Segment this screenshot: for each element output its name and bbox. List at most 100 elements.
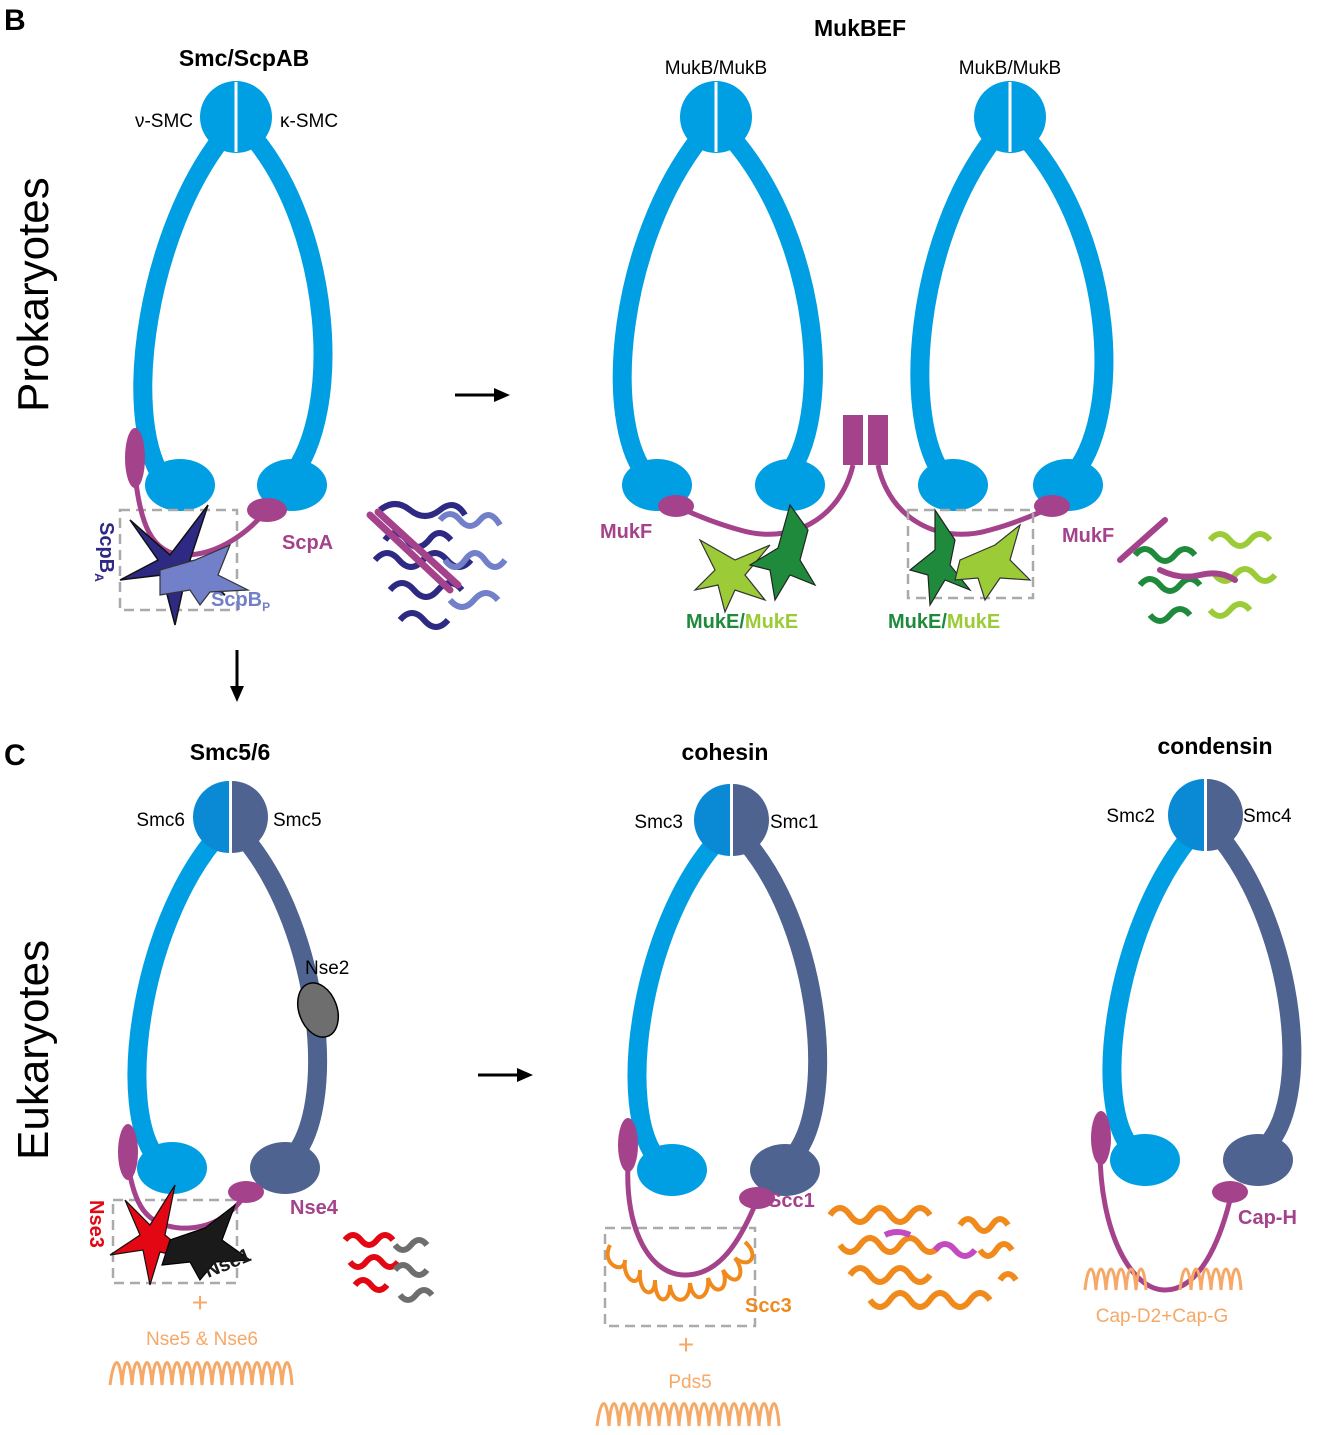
smc3-arm <box>627 833 725 1170</box>
arrow-right-bottom <box>478 1068 533 1082</box>
mukf-left-label: MukF <box>600 521 652 543</box>
cohesin-hinge-left <box>694 784 730 856</box>
smc-scpab-head-right-label: κ-SMC <box>280 111 338 132</box>
nse2-subunit <box>296 982 340 1038</box>
mukf-dimer-domain-right <box>868 415 888 465</box>
muke-dashed-box <box>906 508 1035 600</box>
pds5-heat-coil <box>595 1402 781 1428</box>
smc4-arm <box>1211 828 1302 1160</box>
smc-arm-left <box>133 128 232 488</box>
scpb-a-label-main: ScpB <box>95 522 117 573</box>
scc1-kleisin <box>625 1164 758 1278</box>
mukef-structure-inset <box>1117 517 1278 624</box>
scpa-label: ScpA <box>282 532 333 554</box>
smc56-title: Smc5/6 <box>190 739 271 765</box>
nse13-structure-inset <box>342 1232 435 1303</box>
scc1-c-domain <box>739 1187 775 1209</box>
smc2-arm <box>1102 828 1199 1160</box>
muke-right-label: MukE/MukE <box>888 611 1000 633</box>
scc1-n-domain <box>618 1118 638 1172</box>
condensin-hinge-right <box>1207 779 1243 851</box>
mukb-right-head-left <box>918 459 988 511</box>
mukf-right-c-domain <box>1034 495 1070 517</box>
cap-h-n-domain <box>1091 1111 1111 1165</box>
smc3-head <box>637 1144 707 1196</box>
smc56-hinge-right <box>232 781 268 853</box>
scpb-p-shape <box>159 543 251 607</box>
scpb-p-label: ScpBP <box>211 589 270 614</box>
arrow-right-top <box>455 388 510 402</box>
cap-h-label: Cap-H <box>1238 1207 1297 1229</box>
muke-right-label-sep: / <box>941 611 947 633</box>
smc56-complex: Smc5/6 Smc6 Smc5 Nse2 Nse4 Nse3 Nse1 + N… <box>85 739 435 1387</box>
mukf-right-label: MukF <box>1062 525 1114 547</box>
smc1-head <box>750 1144 820 1196</box>
smc-head-left <box>145 459 215 511</box>
scpb-a-label-sub: A <box>92 573 106 582</box>
muke-left-label-dark: MukE <box>686 611 739 633</box>
nse56-label: Nse5 & Nse6 <box>146 1329 258 1350</box>
mukb-right-arm-right <box>1016 128 1114 488</box>
cohesin-complex: cohesin Smc3 Smc1 Scc1 Scc3 + Pds5 <box>595 739 1019 1428</box>
row-label-eukaryotes: Eukaryotes <box>9 940 58 1160</box>
scpa-c-domain <box>247 498 287 522</box>
smc6-head <box>137 1142 207 1194</box>
nse2-label: Nse2 <box>305 958 349 979</box>
smc-scpab-title: Smc/ScpAB <box>179 45 309 71</box>
smc5-head <box>250 1142 320 1194</box>
muke-left-light <box>693 538 771 614</box>
scpb-p-label-sub: P <box>262 600 270 614</box>
muke-right-label-dark: MukE <box>888 611 941 633</box>
mukbef-head-left-label: MukB/MukB <box>665 58 767 79</box>
nse3-label: Nse3 <box>85 1200 107 1248</box>
scpa-n-domain <box>125 428 145 488</box>
cohesin-hinge-right <box>733 784 769 856</box>
smc56-plus: + <box>192 1287 208 1318</box>
cohesin-title: cohesin <box>682 739 769 765</box>
cap-h-kleisin <box>1097 1149 1233 1293</box>
condensin-hinge-left <box>1168 779 1204 851</box>
muke-left-label: MukE/MukE <box>686 611 798 633</box>
muke-right-light <box>954 523 1032 602</box>
scpb-a-label: ScpBA <box>92 522 117 582</box>
condensin-complex: condensin Smc2 Smc4 Cap-H Cap-D2+Cap-G <box>1083 733 1302 1327</box>
cohesin-head-left-label: Smc3 <box>634 812 683 833</box>
arrow-down <box>230 650 244 702</box>
mukb-left-arm-left <box>612 128 710 488</box>
scc3-dashed-box <box>603 1226 757 1328</box>
cohesin-head-right-label: Smc1 <box>770 812 819 833</box>
smc56-head-left-label: Smc6 <box>136 810 185 831</box>
mukb-right-arm-left <box>910 128 1004 488</box>
pds5-label: Pds5 <box>668 1372 711 1393</box>
nse4-label: Nse4 <box>290 1197 339 1219</box>
row-label-prokaryotes: Prokaryotes <box>9 177 58 412</box>
mukb-left-head-right <box>755 459 825 511</box>
panel-letter-b: B <box>4 4 26 37</box>
muke-left-label-sep: / <box>739 611 745 633</box>
smc2-head <box>1110 1134 1180 1186</box>
condensin-head-right-label: Smc4 <box>1243 806 1292 827</box>
mukf-dimer-domain-left <box>843 415 863 465</box>
mukf-right-chain <box>875 464 1051 537</box>
muke-right-dark <box>908 508 972 607</box>
condensin-head-left-label: Smc2 <box>1106 806 1155 827</box>
cohesin-plus: + <box>678 1329 694 1360</box>
nse1-shape <box>161 1203 252 1282</box>
smc-head-right <box>257 459 327 511</box>
cap-d2-coil <box>1083 1267 1148 1291</box>
smc-arm-right <box>244 128 333 488</box>
scpab-structure-inset <box>366 501 508 630</box>
mukbef-complex: MukBEF MukB/MukB MukB/MukB MukF MukF <box>600 15 1278 633</box>
mukf-left-chain <box>679 464 856 537</box>
smc-scpab-complex: Smc/ScpAB ν-SMC κ-SMC ScpA ScpBA ScpBP <box>92 45 508 630</box>
nse3-shape <box>109 1184 196 1286</box>
scpb-p-label-main: ScpB <box>211 589 262 611</box>
cap-d2-cap-g-label: Cap-D2+Cap-G <box>1096 1306 1229 1327</box>
muke-left-dark <box>748 503 817 602</box>
scc1-label: Scc1 <box>768 1190 815 1212</box>
smc4-head <box>1223 1134 1293 1186</box>
mukbef-title: MukBEF <box>814 15 906 41</box>
muke-right-label-light: MukE <box>947 611 1000 633</box>
nse4-c-domain <box>228 1181 264 1203</box>
